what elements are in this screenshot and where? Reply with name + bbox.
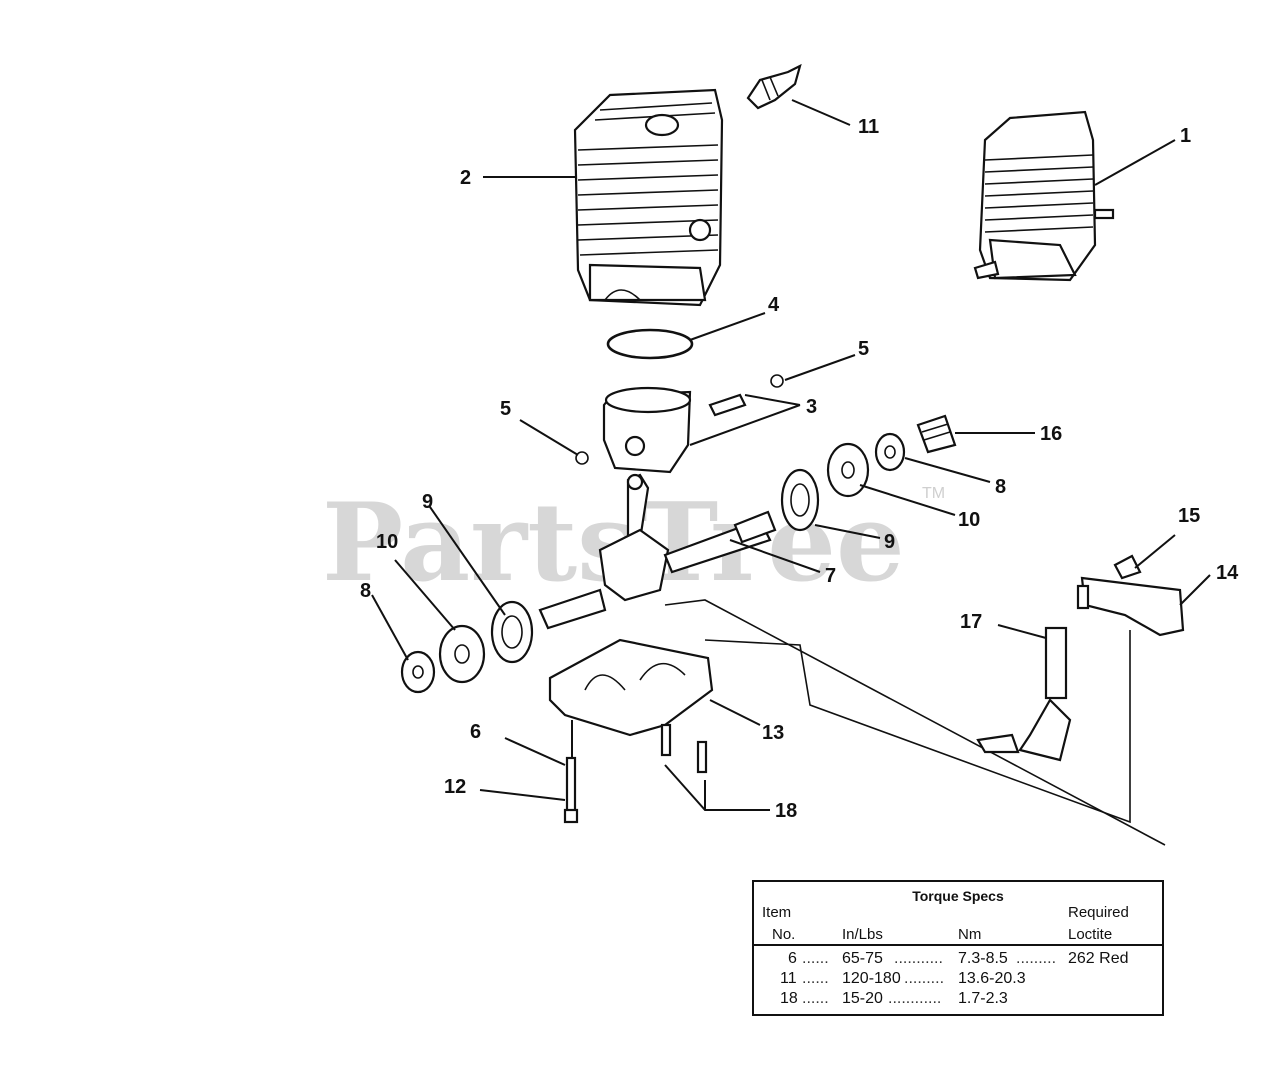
part-circlip-left [575,451,589,465]
part-washer-right [874,432,906,472]
callout-5-left: 5 [500,398,511,420]
callout-8-left: 8 [360,580,371,602]
callout-labels: 1 2 3 4 5 5 6 7 8 8 9 9 10 10 11 12 13 1… [360,116,1239,822]
callout-10-right: 10 [958,509,980,531]
table-row: 6 ...... 65-75 ........... 7.3-8.5 .....… [754,950,1162,970]
part-spark-plug [746,63,802,110]
part-thread-plug [916,414,957,454]
row-inlbs: 65-75 [842,950,883,967]
part-cylinder [573,88,724,307]
header-required: Required [1068,904,1129,921]
part-circlip-right [770,374,784,388]
row-leader: ...... [802,950,829,967]
row-leader: ........... [894,950,943,967]
callout-15: 15 [1178,505,1200,527]
row-nm: 1.7-2.3 [958,990,1008,1007]
callout-10-left: 10 [376,531,398,553]
part-washer-left [400,650,436,694]
part-oil-line [704,554,1185,824]
callout-11: 11 [858,116,879,138]
row-leader: ...... [802,990,829,1007]
part-screw-6 [563,756,579,824]
callout-7: 7 [825,565,836,587]
callout-12: 12 [444,776,466,798]
torque-table-title: Torque Specs [912,888,1004,904]
header-item-line1: Item [762,904,792,921]
row-item: 11 [780,970,797,987]
callout-2: 2 [460,167,471,189]
callout-18: 18 [775,800,797,822]
part-bearing-left [490,600,534,664]
row-leader: ......... [1016,950,1057,967]
callout-14: 14 [1216,562,1239,584]
part-seal-right [826,442,870,498]
callout-9-right: 9 [884,531,895,553]
row-leader: ......... [904,970,945,987]
row-inlbs: 120-180 [842,970,901,987]
part-piston [602,386,747,474]
header-inlbs: In/Lbs [842,926,883,943]
callout-1: 1 [1180,125,1191,147]
part-seal-left [438,624,486,684]
row-leader: ............ [888,990,942,1007]
row-nm: 7.3-8.5 [958,950,1008,967]
table-row: 11 ...... 120-180 ......... 13.6-20.3 [754,970,1162,990]
leader-lines [371,99,1211,811]
row-inlbs: 15-20 [842,990,883,1007]
callout-4: 4 [768,294,780,316]
part-screws-18 [660,723,708,774]
part-engine-assembly [973,110,1115,282]
header-divider [754,944,1162,946]
callout-8-right: 8 [995,476,1006,498]
callout-3: 3 [806,396,817,418]
row-nm: 13.6-20.3 [958,970,1026,987]
torque-specs-table: Torque Specs Item No. In/Lbs Nm Required… [752,880,1164,1016]
watermark-tm: TM [922,485,945,502]
row-loctite: 262 Red [1068,950,1129,967]
callout-9-left: 9 [422,491,433,513]
row-item: 6 [788,950,797,967]
row-leader: ...... [802,970,829,987]
header-nm: Nm [958,926,982,943]
header-item-line2: No. [772,926,796,943]
callout-13: 13 [762,722,784,744]
row-item: 18 [780,990,798,1007]
callout-5-right: 5 [858,338,869,360]
part-crankshaft [538,473,777,630]
header-loctite: Loctite [1068,926,1113,943]
callout-16: 16 [1040,423,1062,445]
callout-6: 6 [470,721,481,743]
table-row: 18 ...... 15-20 ............ 1.7-2.3 [754,990,1162,1010]
part-piston-ring [606,328,694,360]
part-bearing-right [780,468,820,532]
callout-17: 17 [960,611,982,633]
